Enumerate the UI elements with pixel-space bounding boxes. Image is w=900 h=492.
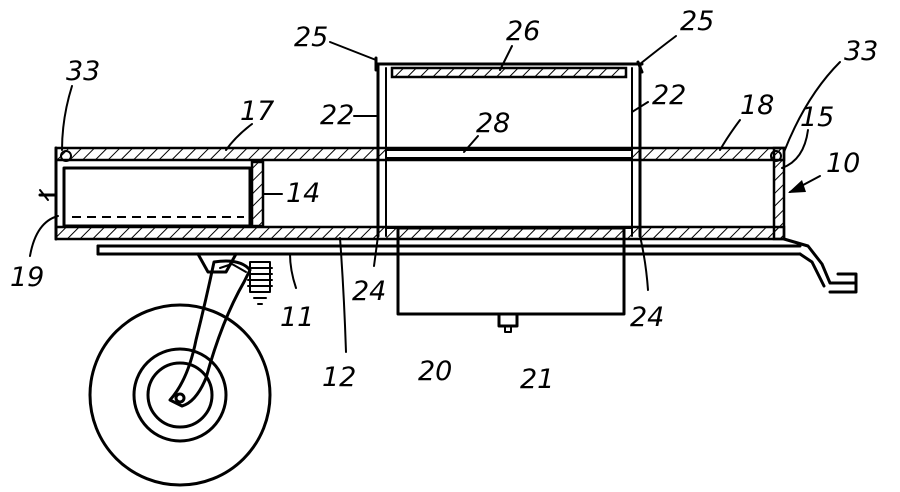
suspension: [170, 254, 272, 406]
base-unit: [398, 228, 624, 332]
label-20: 20: [418, 356, 452, 387]
label-33-left: 33: [66, 56, 100, 87]
label-24-left: 24: [352, 276, 386, 307]
hub: [176, 394, 184, 402]
label-10: 10: [826, 148, 860, 179]
label-33-right: 33: [844, 36, 878, 67]
leader-24-right: [640, 236, 648, 290]
leader-24-left: [374, 236, 378, 266]
label-26: 26: [506, 16, 540, 47]
lid-26: [392, 68, 626, 77]
leader-26: [500, 46, 512, 70]
label-24-right: 24: [630, 302, 664, 333]
label-17: 17: [240, 96, 274, 127]
leader-lines: [30, 36, 840, 352]
label-14: 14: [286, 178, 320, 209]
label-22-left: 22: [320, 100, 354, 131]
partition-wall-14: [252, 162, 263, 226]
stud-21-nut: [505, 326, 511, 332]
leader-25-right: [640, 36, 676, 64]
stud-21: [499, 314, 517, 326]
arrowhead-10: [788, 180, 806, 193]
chassis: [98, 239, 856, 292]
wheel: [90, 305, 270, 485]
label-18: 18: [740, 90, 774, 121]
leader-17: [226, 124, 252, 150]
label-15: 15: [800, 102, 834, 133]
leader-25-left: [330, 42, 376, 60]
base-box-20: [398, 228, 624, 314]
leader-33-left: [62, 86, 72, 150]
leader-18: [720, 120, 740, 150]
label-21: 21: [520, 364, 554, 395]
inner-compartment: [64, 162, 263, 226]
label-25-right: 25: [680, 6, 714, 37]
label-22-right: 22: [652, 80, 686, 111]
label-25-left: 25: [294, 22, 328, 53]
leader-19: [30, 216, 58, 256]
coil-spring: [248, 262, 272, 304]
label-11: 11: [280, 302, 314, 333]
label-19: 19: [10, 262, 44, 293]
label-28: 28: [476, 108, 510, 139]
label-12: 12: [322, 362, 356, 393]
ring-28: [386, 150, 632, 158]
leader-11: [290, 254, 296, 288]
